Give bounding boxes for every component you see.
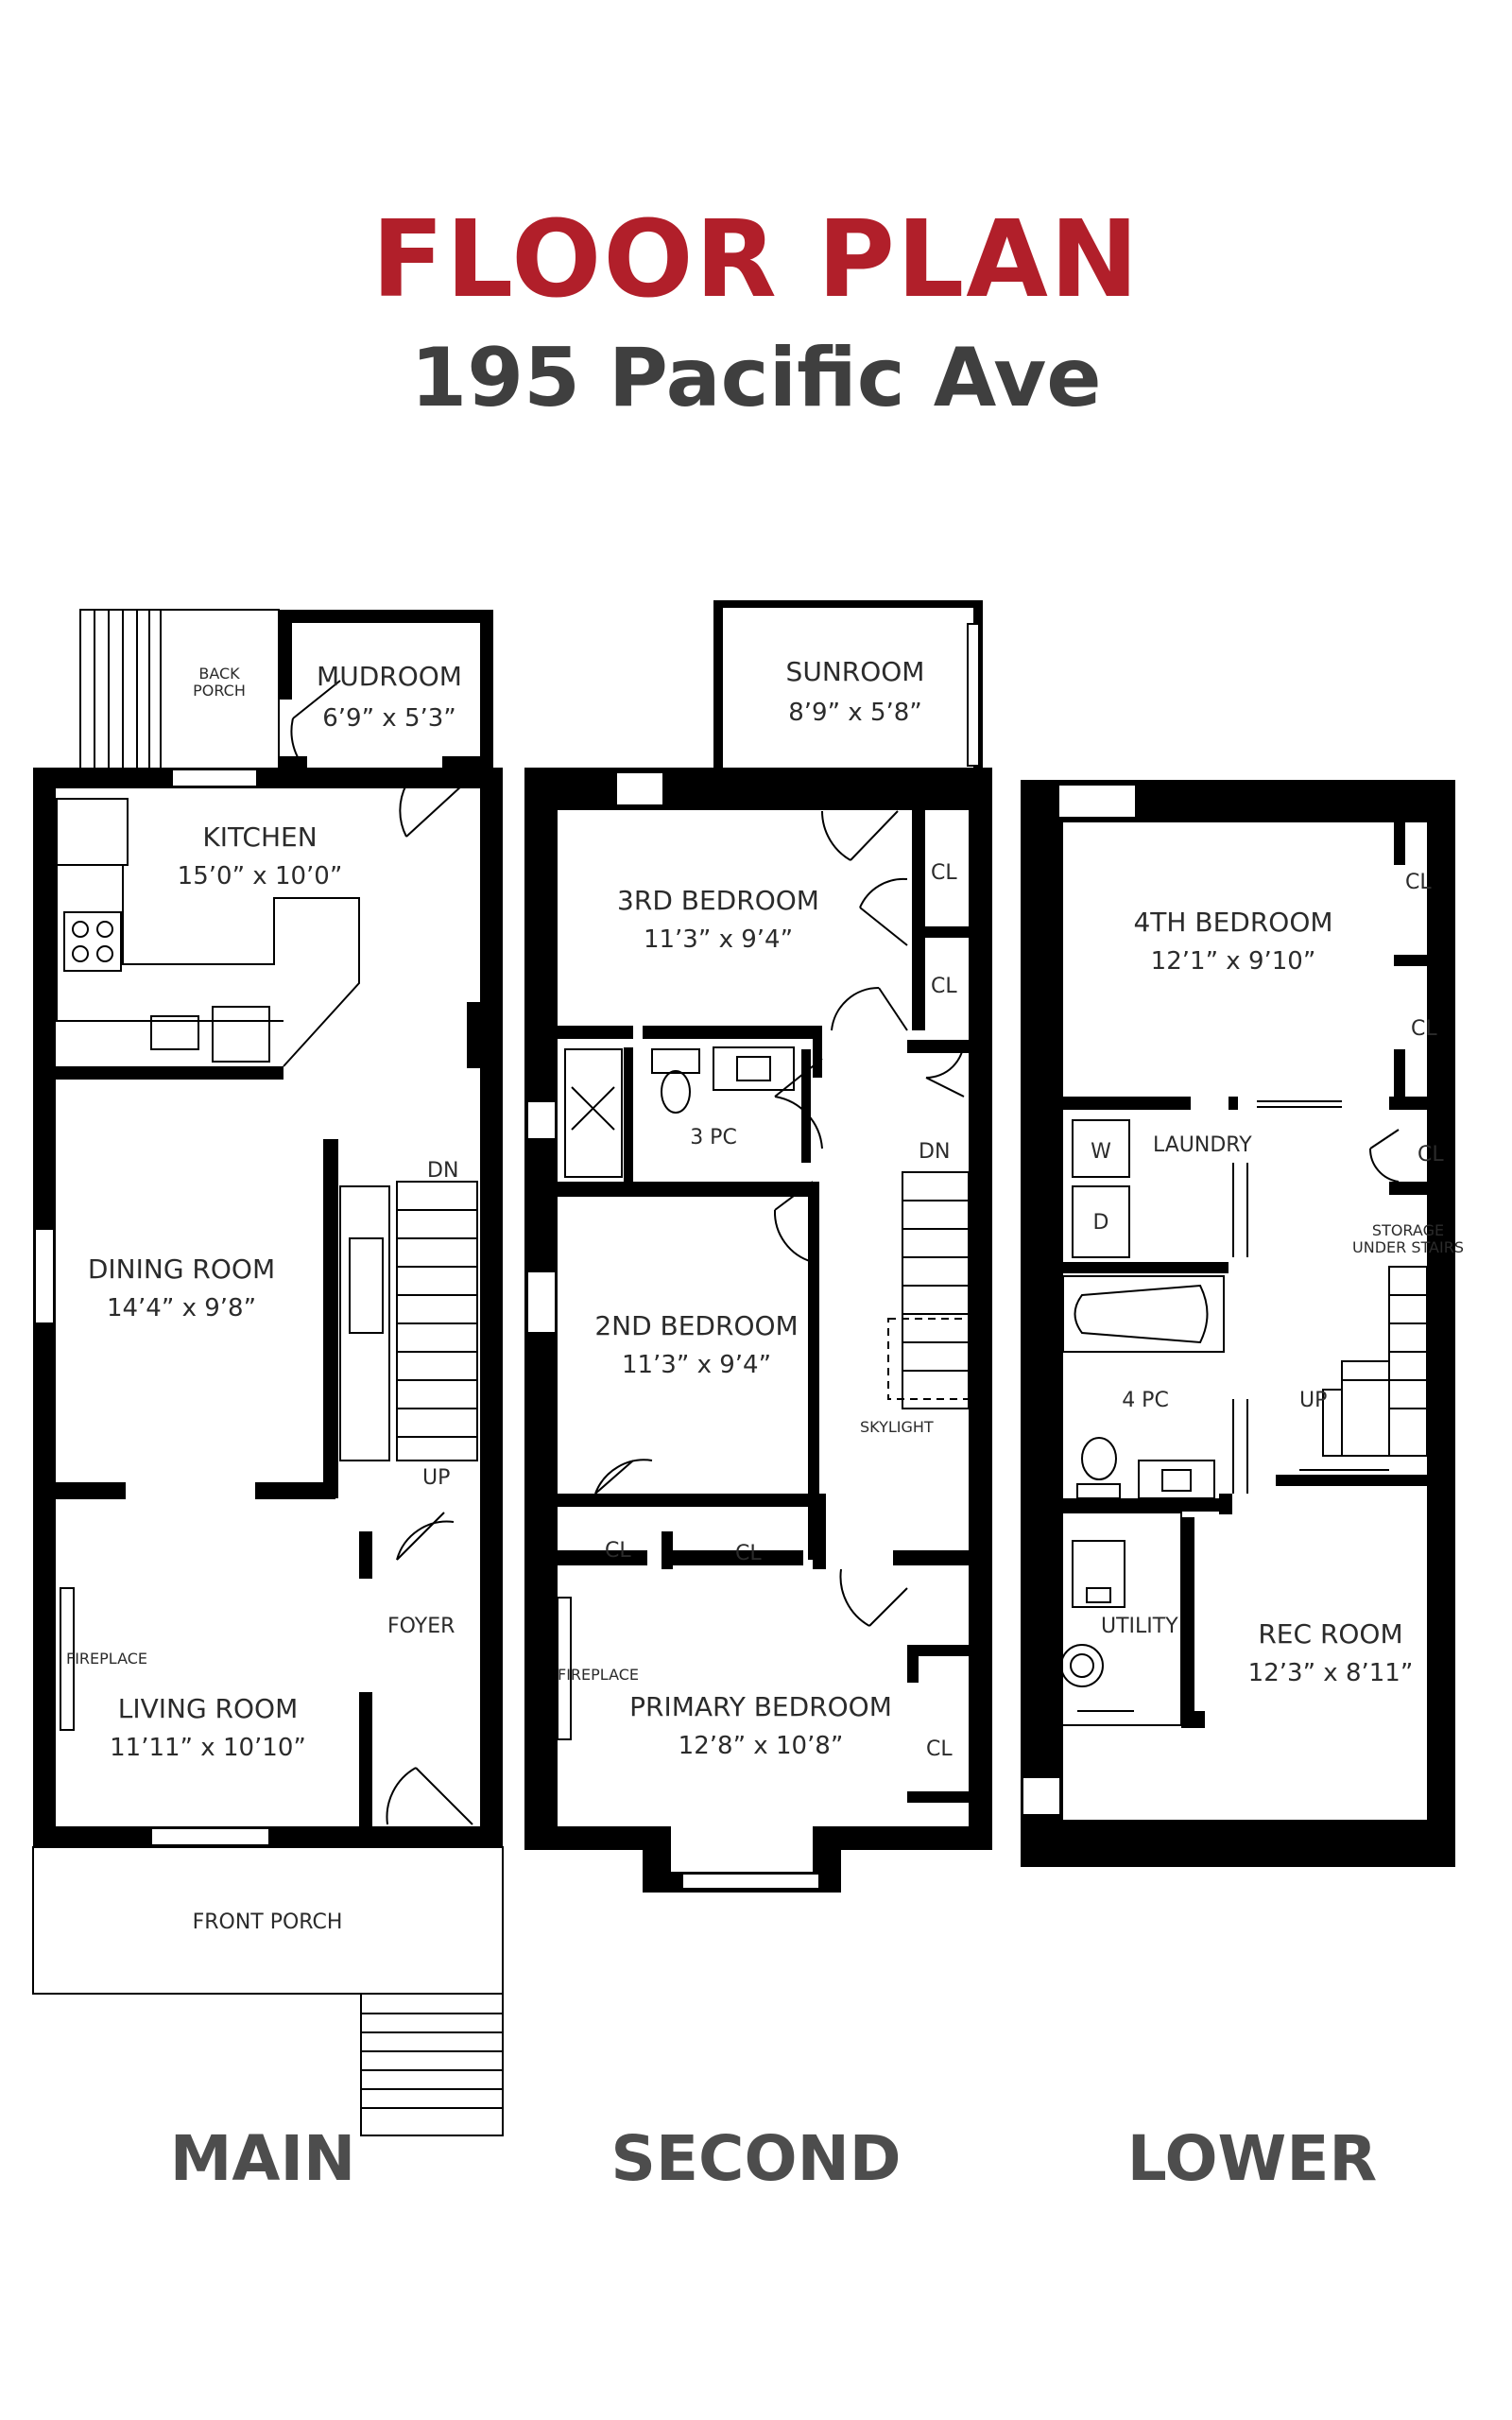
fireplace xyxy=(60,1587,75,1731)
room-name-rec: REC ROOM xyxy=(1258,1618,1402,1650)
dining-window xyxy=(34,1228,55,1324)
bath-label: 3 PC xyxy=(690,1126,737,1150)
room-name-dining: DINING ROOM xyxy=(88,1253,275,1285)
foyer-label: FOYER xyxy=(387,1615,455,1638)
room-name-mudroom: MUDROOM xyxy=(317,661,462,692)
front-porch-label: FRONT PORCH xyxy=(193,1910,343,1934)
lower-interior-walls xyxy=(1058,813,1432,1728)
laundry-label: LAUNDRY xyxy=(1153,1133,1252,1157)
second-stairs xyxy=(887,1171,970,1409)
closet-label: CL xyxy=(605,1539,631,1563)
4pc-bath-fixtures xyxy=(1062,1275,1248,1499)
lower-door-swings xyxy=(1257,1100,1400,1471)
closet-label: CL xyxy=(931,861,957,885)
living-window xyxy=(150,1827,270,1846)
stairs-up-label: UP xyxy=(1299,1389,1327,1412)
rec-window xyxy=(1022,1776,1061,1816)
3pc-bath-fixtures xyxy=(564,1046,795,1178)
washer-label: W xyxy=(1091,1140,1111,1164)
main-outer-walls xyxy=(33,768,503,1847)
kitchen-window xyxy=(171,769,258,787)
fireplace-label: FIREPLACE xyxy=(558,1666,639,1684)
storage-label-2: UNDER STAIRS xyxy=(1352,1238,1464,1256)
lower-floor-plan: W D xyxy=(1021,780,1464,1867)
closet-label: CL xyxy=(1418,1143,1444,1167)
second-interior-walls xyxy=(553,794,973,1803)
main-stairs xyxy=(339,1181,478,1461)
back-porch-label: PORCH xyxy=(193,682,246,700)
closet-label: CL xyxy=(926,1737,953,1761)
closet-label: CL xyxy=(931,975,957,998)
utility-label: UTILITY xyxy=(1101,1615,1178,1638)
bath-window xyxy=(526,1100,557,1140)
back-porch-label-1: BACK xyxy=(198,665,240,683)
room-name-primary: PRIMARY BEDROOM xyxy=(629,1691,892,1722)
room-name-bed4: 4TH BEDROOM xyxy=(1133,907,1332,938)
room-dim-mudroom: 6’9” x 5’3” xyxy=(322,704,456,733)
room-name-living: LIVING ROOM xyxy=(118,1693,299,1724)
closet-label: CL xyxy=(1405,871,1432,894)
fireplace xyxy=(557,1597,572,1740)
bed4-window xyxy=(1057,784,1137,819)
front-porch xyxy=(32,1846,504,1995)
main-floor-plan: BACK PORCH MUDROOM 6’9” x 5’3” KITCHEN 1… xyxy=(32,609,504,2136)
room-dim-bed2: 11’3” x 9’4” xyxy=(622,1351,771,1379)
stairs-dn-label: DN xyxy=(919,1140,950,1164)
front-steps xyxy=(360,1993,504,2136)
back-porch-stairs xyxy=(79,609,162,771)
floor-label-lower: LOWER xyxy=(1126,2122,1378,2195)
room-name-kitchen: KITCHEN xyxy=(202,821,317,853)
storage-label: STORAGE xyxy=(1372,1221,1444,1239)
bed3-window xyxy=(615,771,664,806)
room-name-sunroom: SUNROOM xyxy=(786,656,925,687)
lower-outer-walls xyxy=(1021,780,1455,1867)
closet-label: CL xyxy=(735,1542,762,1565)
room-dim-kitchen: 15’0” x 10’0” xyxy=(178,862,343,890)
room-dim-sunroom: 8’9” x 5’8” xyxy=(788,699,922,727)
lower-stairs xyxy=(1322,1266,1428,1457)
bath-label: 4 PC xyxy=(1122,1389,1169,1412)
room-dim-rec: 12’3” x 8’11” xyxy=(1248,1659,1414,1687)
closet-label: CL xyxy=(1411,1017,1437,1041)
bed2-window xyxy=(526,1270,557,1334)
floor-label-main: MAIN xyxy=(169,2122,356,2195)
dryer-label: D xyxy=(1093,1211,1109,1235)
mudroom-walls xyxy=(279,610,493,775)
page-title: FLOOR PLAN xyxy=(371,199,1141,321)
main-door-swings xyxy=(290,680,473,1825)
room-name-bed2: 2ND BEDROOM xyxy=(594,1310,798,1341)
fireplace-label: FIREPLACE xyxy=(66,1650,147,1668)
laundry-appliances xyxy=(1072,1119,1248,1258)
stove-icon xyxy=(72,921,113,962)
property-address: 195 Pacific Ave xyxy=(410,331,1102,425)
sunroom-window xyxy=(967,623,980,767)
main-interior-walls xyxy=(52,1002,480,1829)
room-dim-living: 11’11” x 10’10” xyxy=(110,1734,306,1762)
second-floor-plan: SUNROOM 8’9” x 5’8” 3RD BEDROOM 11’3” x … xyxy=(524,600,992,1893)
room-dim-dining: 14’4” x 9’8” xyxy=(107,1294,256,1322)
second-door-swings xyxy=(594,810,965,1627)
room-dim-bed4: 12’1” x 9’10” xyxy=(1151,947,1316,976)
primary-window xyxy=(681,1873,820,1890)
room-name-bed3: 3RD BEDROOM xyxy=(617,885,819,916)
stairs-dn-label: DN xyxy=(427,1159,458,1183)
stairs-up-label: UP xyxy=(422,1466,450,1490)
room-dim-bed3: 11’3” x 9’4” xyxy=(644,925,793,954)
skylight-label: SKYLIGHT xyxy=(860,1418,934,1436)
utility-appliances xyxy=(1057,1512,1182,1726)
kitchen-counters xyxy=(56,798,360,1067)
room-dim-primary: 12’8” x 10’8” xyxy=(679,1732,844,1760)
floor-label-second: SECOND xyxy=(610,2122,902,2195)
